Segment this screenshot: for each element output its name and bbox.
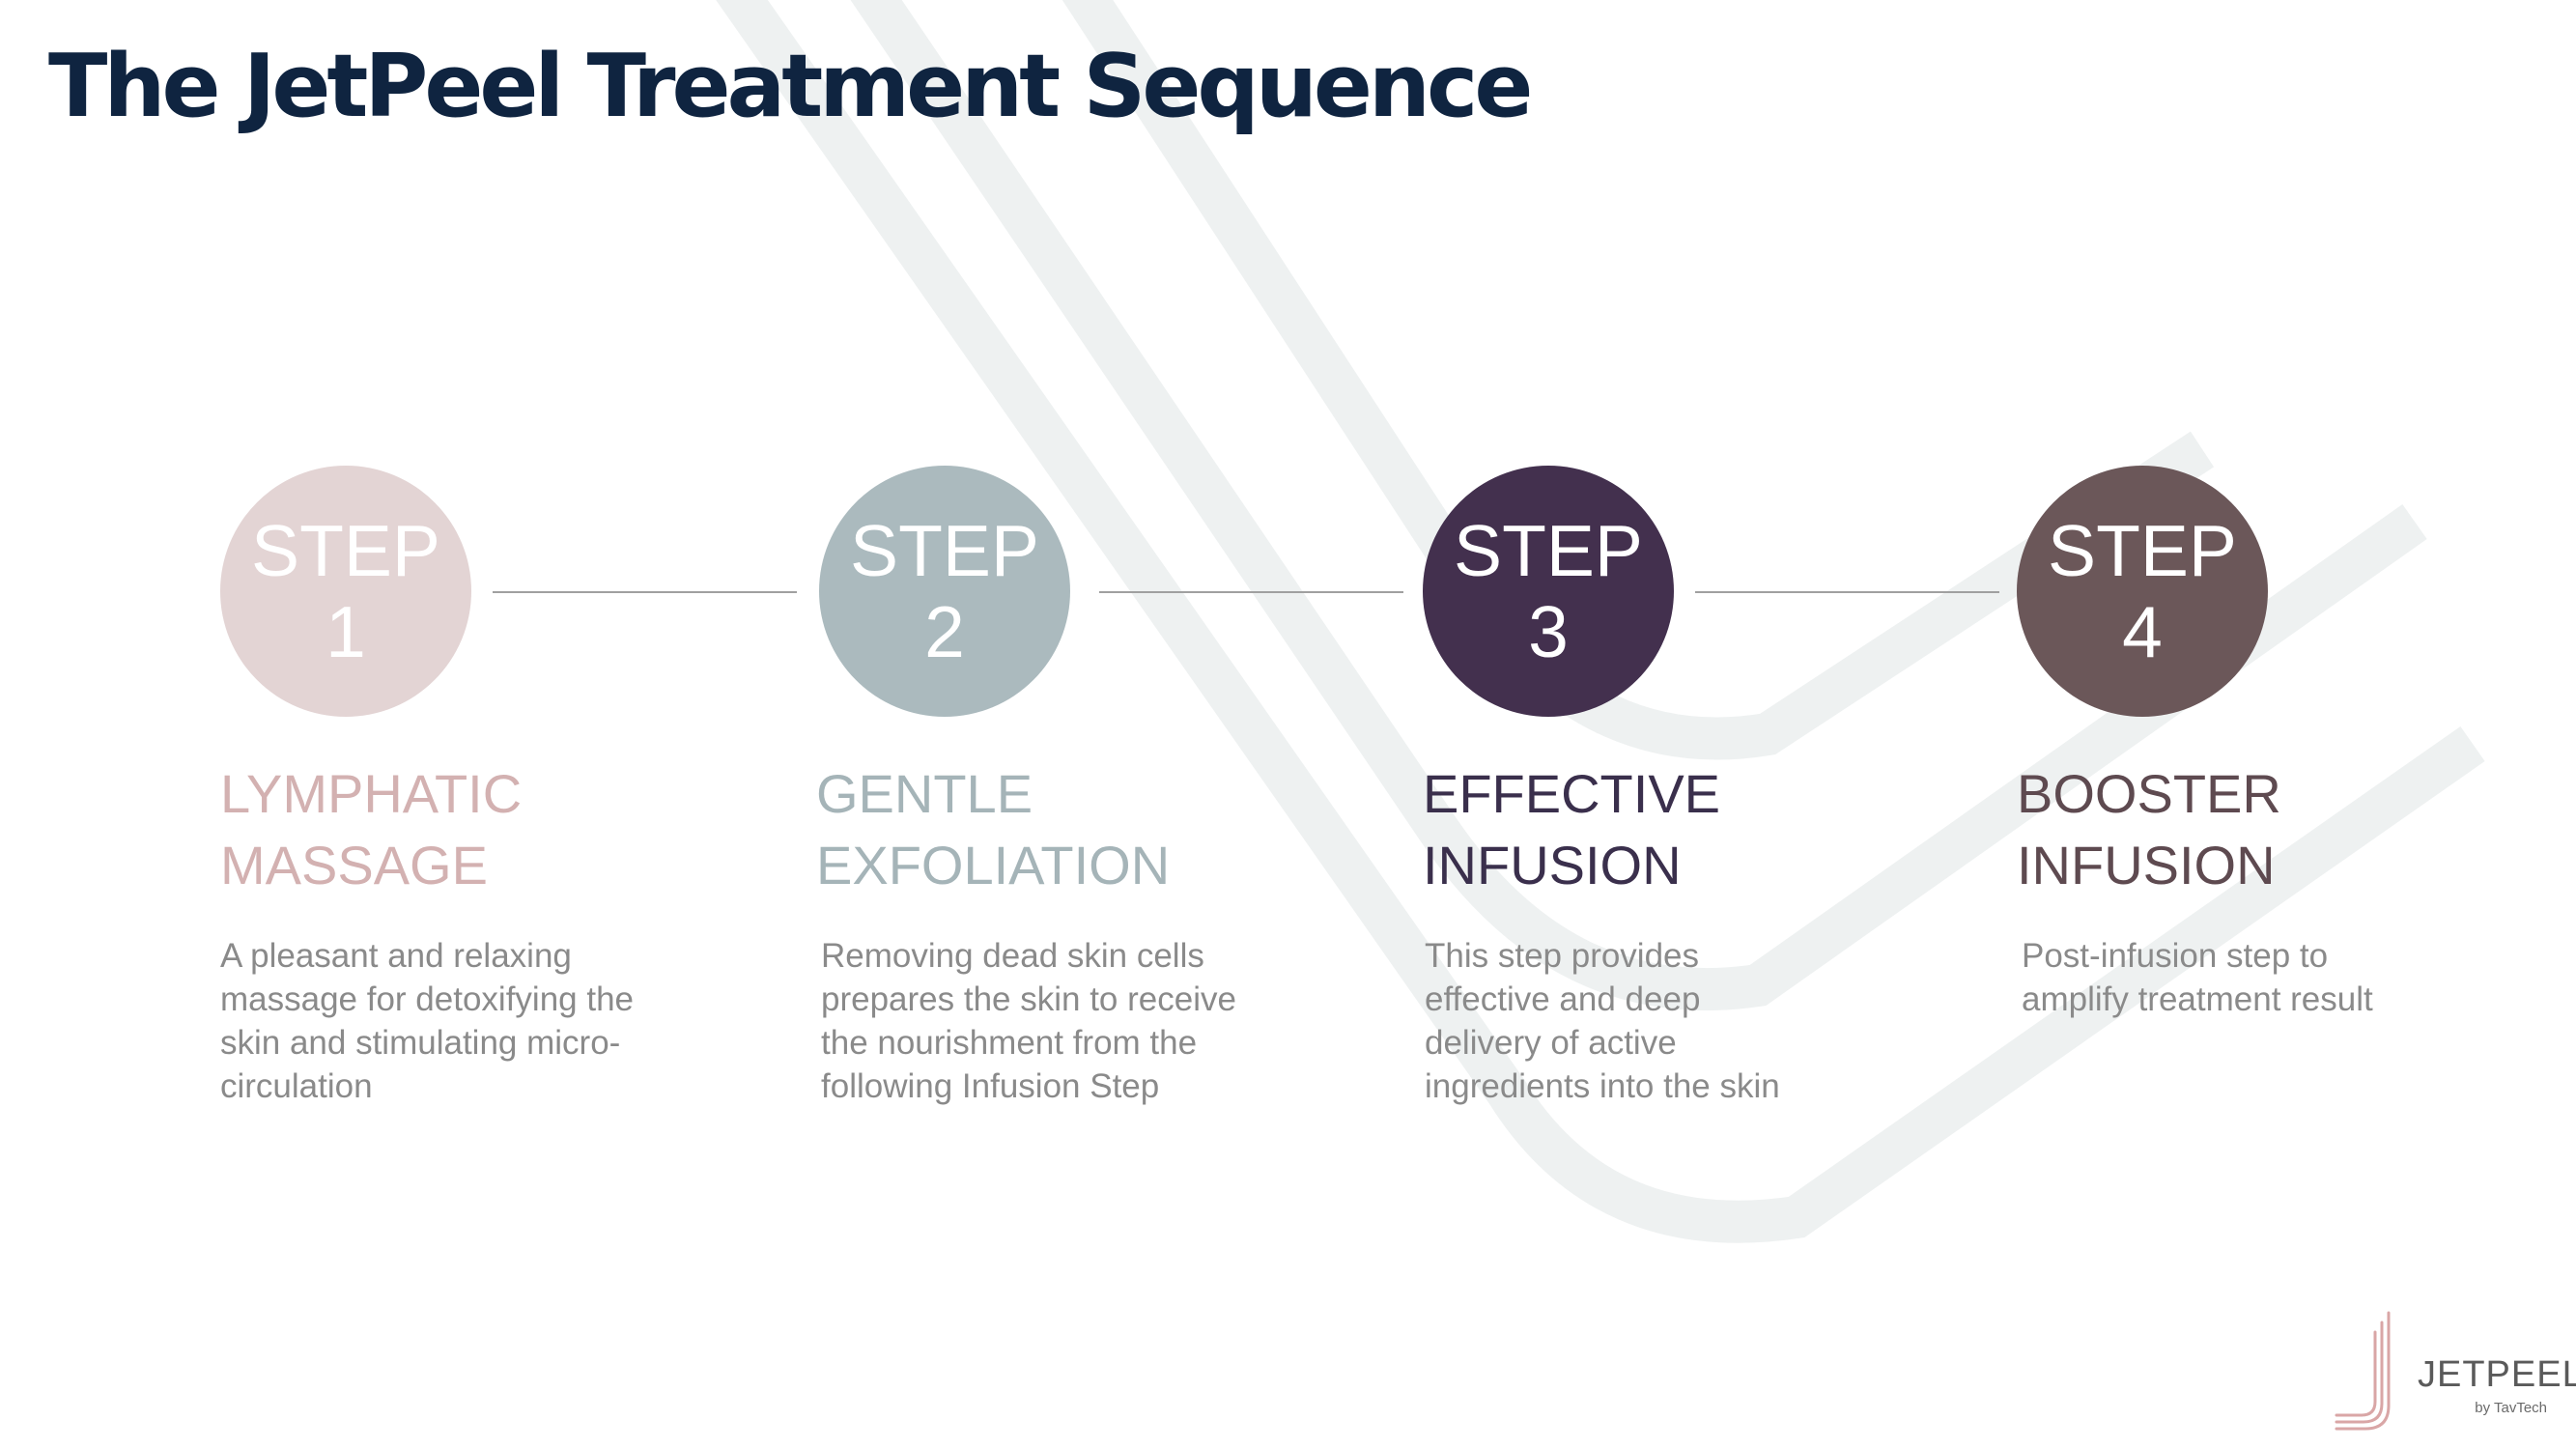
step-4-heading-line-1: BOOSTER xyxy=(2017,763,2281,824)
step-1-description-line: skin and stimulating micro- xyxy=(220,1024,621,1062)
jetpeel-j-mark-icon xyxy=(2335,1311,2391,1431)
logo-tagline: by TavTech xyxy=(2475,1400,2547,1416)
step-1-number: 1 xyxy=(326,591,366,672)
step-2-circle: STEP 2 xyxy=(819,466,1070,717)
step-3-circle: STEP 3 xyxy=(1423,466,1674,717)
step-4-word: STEP xyxy=(2048,510,2237,591)
step-4-circle: STEP 4 xyxy=(2017,466,2268,717)
step-1-description-line: massage for detoxifying the xyxy=(220,980,635,1018)
step-1-word: STEP xyxy=(251,510,440,591)
jetpeel-logo: JETPEEL by TavTech xyxy=(2333,1309,2576,1435)
step-1-description: A pleasant and relaxing massage for deto… xyxy=(220,934,634,1108)
step-2-description-line: the nourishment from the xyxy=(821,1024,1198,1062)
step-2-word: STEP xyxy=(850,510,1039,591)
step-3-heading: EFFECTIVE INFUSION xyxy=(1423,758,1720,901)
step-3-word: STEP xyxy=(1454,510,1643,591)
step-2-heading-line-1: GENTLE xyxy=(816,763,1033,824)
connector-line-3-4 xyxy=(1695,591,1999,593)
step-3-heading-line-1: EFFECTIVE xyxy=(1423,763,1721,824)
step-3-number: 3 xyxy=(1528,591,1569,672)
step-4-description-line: amplify treatment result xyxy=(2022,980,2373,1018)
logo-wordmark: JETPEEL xyxy=(2418,1354,2576,1395)
step-1-heading: LYMPHATIC MASSAGE xyxy=(220,758,522,901)
step-4-number: 4 xyxy=(2122,591,2163,672)
step-3-description-line: effective and deep xyxy=(1425,980,1701,1018)
step-3-description-line: ingredients into the skin xyxy=(1425,1067,1780,1105)
step-1-heading-line-1: LYMPHATIC xyxy=(220,763,523,824)
step-2-heading-line-2: EXFOLIATION xyxy=(816,835,1171,895)
step-4-description-line: Post-infusion step to xyxy=(2022,937,2329,975)
step-2-description-line: Removing dead skin cells xyxy=(821,937,1204,975)
step-2-description-line: prepares the skin to receive xyxy=(821,980,1236,1018)
step-4-heading: BOOSTER INFUSION xyxy=(2017,758,2281,901)
step-2-heading: GENTLE EXFOLIATION xyxy=(816,758,1170,901)
step-1-heading-line-2: MASSAGE xyxy=(220,835,488,895)
step-1-description-line: circulation xyxy=(220,1067,373,1105)
page-title: The JetPeel Treatment Sequence xyxy=(48,36,1533,137)
step-1-circle: STEP 1 xyxy=(220,466,471,717)
connector-line-2-3 xyxy=(1099,591,1403,593)
step-3-description-line: This step provides xyxy=(1425,937,1700,975)
step-3-description-line: delivery of active xyxy=(1425,1024,1677,1062)
step-4-description: Post-infusion step to amplify treatment … xyxy=(2022,934,2373,1021)
connector-line-1-2 xyxy=(493,591,797,593)
step-2-number: 2 xyxy=(924,591,965,672)
step-3-description: This step provides effective and deep de… xyxy=(1425,934,1780,1108)
step-1-description-line: A pleasant and relaxing xyxy=(220,937,572,975)
step-4-heading-line-2: INFUSION xyxy=(2017,835,2276,895)
step-3-heading-line-2: INFUSION xyxy=(1423,835,1682,895)
step-2-description: Removing dead skin cells prepares the sk… xyxy=(821,934,1236,1108)
step-2-description-line: following Infusion Step xyxy=(821,1067,1160,1105)
